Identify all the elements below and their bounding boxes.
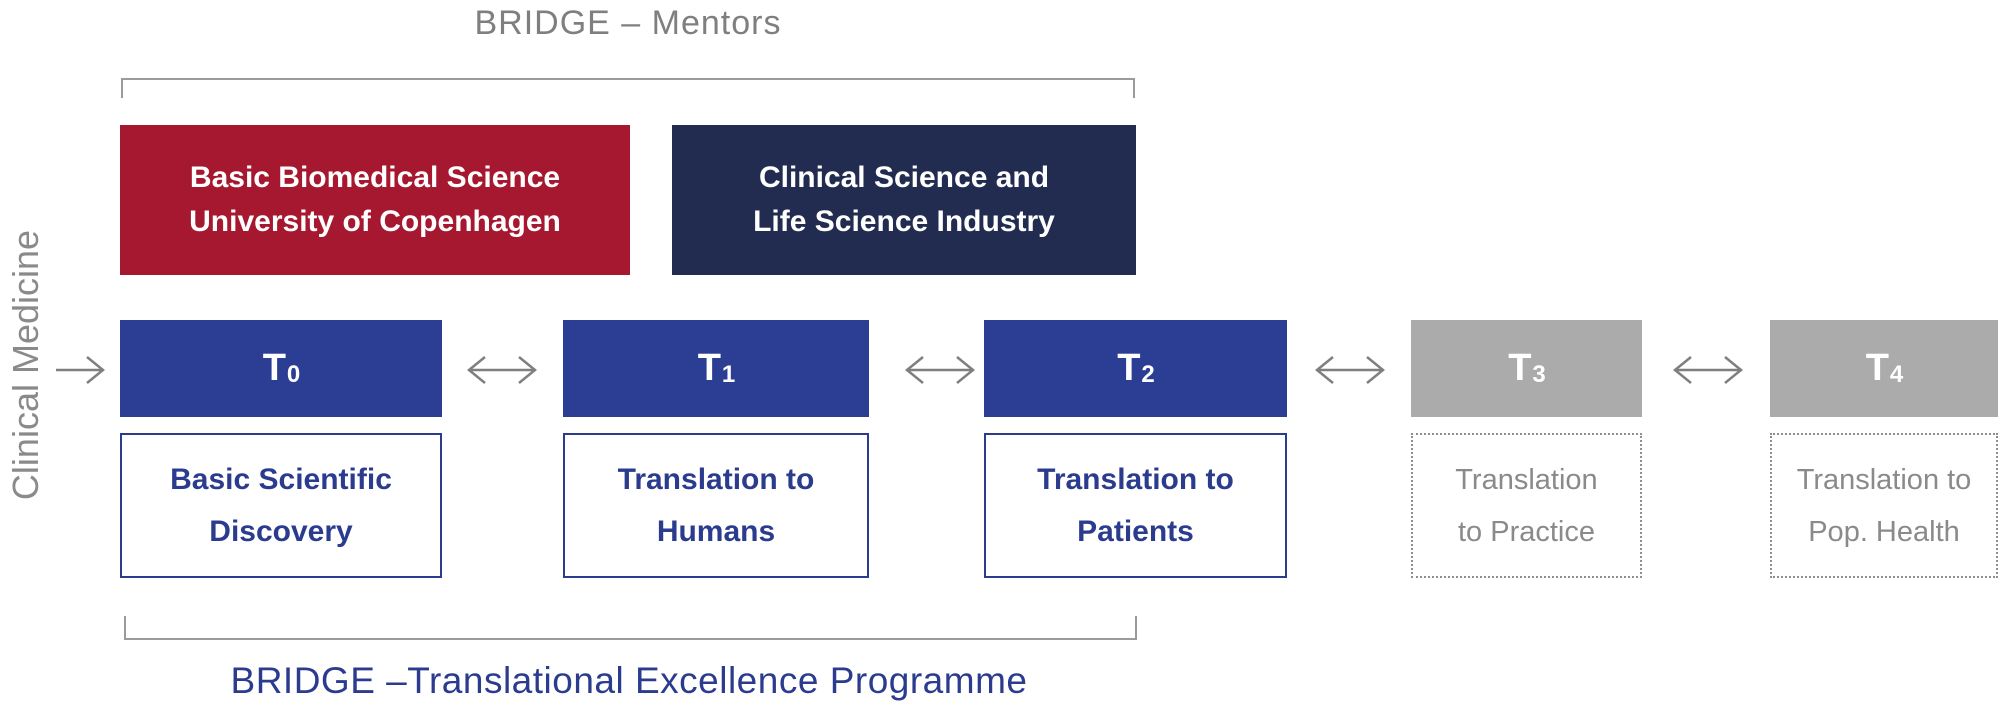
stage-label-line: Pop. Health [1808,515,1960,548]
double-arrow-icon [905,356,975,384]
stage-label-line: to Practice [1458,515,1595,548]
mentor-box-line: University of Copenhagen [189,205,561,238]
stage-label-line: Translation to [1037,462,1234,496]
mentors-bracket [121,78,1135,98]
mentor-box-line: Clinical Science and [758,161,1050,194]
programme-title: BRIDGE –Translational Excellence Program… [230,660,1028,701]
stage-letter: T [1117,347,1141,389]
stage-label-t1: Translation to Humans [563,433,869,578]
stage-label-line: Translation [1455,463,1598,496]
mentor-box-line: Basic Biomedical Science [189,161,561,194]
programme-bracket [124,616,1137,640]
stage-label-line: Humans [656,514,776,548]
stage-label-t3: Translation to Practice [1411,433,1642,578]
stage-letter: T [1508,347,1532,389]
stage-label-line: Translation to [617,462,815,496]
right-arrow-icon [56,356,105,384]
stage-label-t2: Translation to Patients [984,433,1287,578]
stage-letter: T [262,347,286,389]
mentor-box-line: Life Science Industry [753,205,1055,238]
stage-letter: T [1865,347,1889,389]
stage-label-t4: Translation to Pop. Health [1770,433,1998,578]
mentor-box-clinical-science: Clinical Science and Life Science Indust… [672,125,1136,275]
double-arrow-icon [1673,356,1743,384]
mentors-title: BRIDGE – Mentors [474,4,782,42]
stage-label-line: Basic Scientific [170,462,392,496]
stage-letter: T [697,347,721,389]
mentor-box-basic-biomedical: Basic Biomedical Science University of C… [120,125,630,275]
stage-label-t0: Basic Scientific Discovery [120,433,442,578]
side-label-clinical-medicine: Clinical Medicine [5,229,46,501]
stage-label-line: Patients [1077,514,1194,548]
stage-label-line: Discovery [209,514,353,548]
double-arrow-icon [1315,356,1385,384]
stage-label-line: Translation to [1796,463,1972,496]
double-arrow-icon [467,356,537,384]
